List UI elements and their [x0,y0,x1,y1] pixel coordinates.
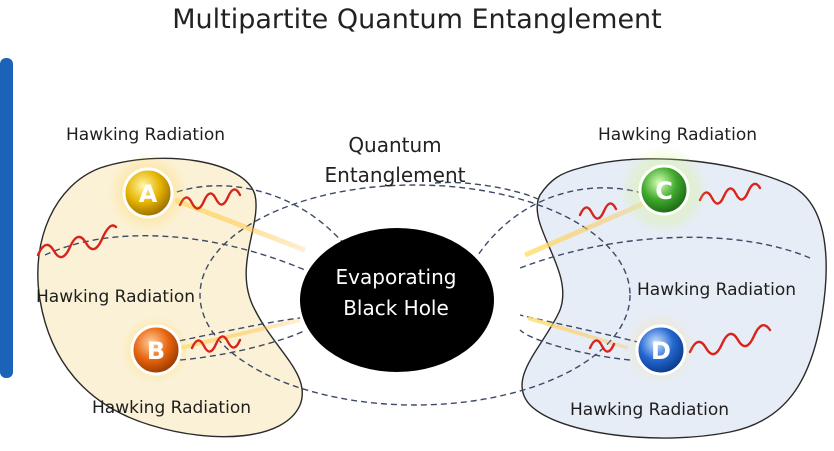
label-c-bottom: Hawking Radiation [637,280,796,300]
hawking-waves [36,182,772,356]
right-region [521,158,827,439]
qubit-a: A [122,167,174,219]
svg-text:D: D [651,337,671,365]
qubit-c: C [638,164,690,216]
svg-text:A: A [139,180,158,208]
black-hole-line1: Evaporating [335,265,457,289]
svg-text:C: C [655,177,673,205]
qubit-b: B [130,324,182,376]
label-a-top: Hawking Radiation [66,125,225,145]
label-c-top: Hawking Radiation [598,125,757,145]
label-b-bottom: Hawking Radiation [92,398,251,418]
diagram-title: Multipartite Quantum Entanglement [172,4,662,35]
entanglement-line2: Entanglement [324,163,466,187]
black-hole-line2: Black Hole [343,296,449,320]
entanglement-line1: Quantum [348,133,442,157]
label-d-bottom: Hawking Radiation [570,400,729,420]
qubit-d: D [635,324,687,376]
left-region [37,157,303,438]
svg-text:B: B [147,337,165,365]
entanglement-label: Quantum Entanglement [300,130,490,190]
side-bar [0,58,13,378]
black-hole-label: Evaporating Black Hole [298,262,494,324]
black-hole [300,228,494,372]
label-a-bottom: Hawking Radiation [36,287,195,307]
